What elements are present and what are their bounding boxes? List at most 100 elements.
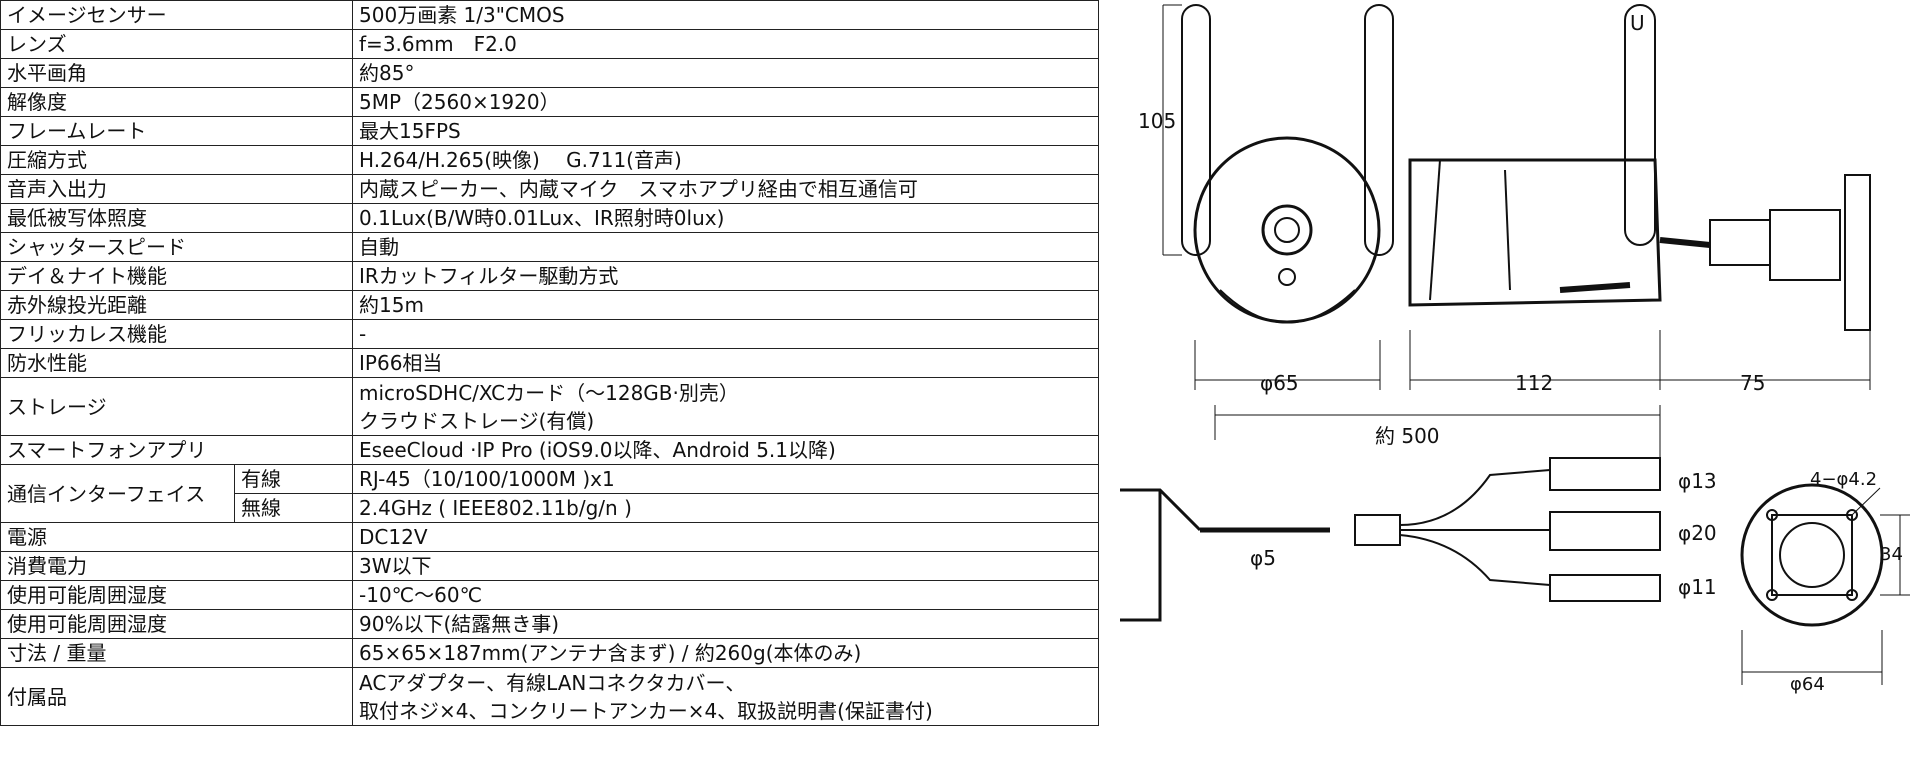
side-body <box>1408 158 1662 307</box>
front-sensor-dot <box>1278 268 1296 286</box>
side-mount-joint <box>1709 219 1771 266</box>
spec-row: 音声入出力内蔵スピーカー、内蔵マイク スマホアプリ経由で相互通信可 <box>0 174 1100 204</box>
spec-label: 通信インターフェイス <box>0 464 235 523</box>
base-plate <box>1740 483 1884 627</box>
side-mount-swivel <box>1769 209 1841 281</box>
dim-conn-20: φ20 <box>1678 521 1717 545</box>
spec-sublabel: 有線 <box>233 464 354 494</box>
spec-label: 最低被写体照度 <box>0 203 354 233</box>
side-antenna <box>1624 4 1656 246</box>
spec-label: 消費電力 <box>0 551 354 581</box>
dim-cable-diameter: φ5 <box>1250 546 1276 570</box>
front-lens-outer <box>1261 204 1313 256</box>
front-lens-inner <box>1274 217 1300 243</box>
dim-body-length: 112 <box>1515 371 1553 395</box>
spec-label: レンズ <box>0 29 354 59</box>
spec-label: フリッカレス機能 <box>0 319 354 349</box>
spec-value: 約85° <box>352 58 1100 88</box>
cable-bracket <box>1120 488 1202 622</box>
spec-value: 3W以下 <box>352 551 1100 581</box>
spec-value: - <box>352 319 1100 349</box>
dim-mount-length: 75 <box>1740 371 1765 395</box>
dim-height-antenna: 105 <box>1138 109 1176 133</box>
spec-value: ACアダプター、有線LANコネクタカバー、取付ネジ×4、コンクリートアンカー×4… <box>352 667 1100 726</box>
spec-value: 65×65×187mm(アンテナ含まず) / 約260g(本体のみ) <box>352 638 1100 668</box>
cable-junction <box>1354 514 1401 546</box>
dimension-drawing: 105 φ65 U 112 75 約 500 φ5 φ13 <box>1120 4 1910 695</box>
spec-value-line: クラウドストレージ(有償) <box>359 408 595 433</box>
spec-value: 自動 <box>352 232 1100 262</box>
spec-sublabel: 無線 <box>233 493 354 523</box>
spec-label: スマートフォンアプリ <box>0 435 354 465</box>
spec-label: デイ＆ナイト機能 <box>0 261 354 291</box>
spec-label: 寸法 / 重量 <box>0 638 354 668</box>
spec-value: IP66相当 <box>352 348 1100 378</box>
spec-value: EseeCloud ·IP Pro (iOS9.0以降、Android 5.1以… <box>352 435 1100 465</box>
spec-label: 付属品 <box>0 667 354 726</box>
spec-label: イメージセンサー <box>0 0 354 30</box>
spec-value: 0.1Lux(B/W時0.01Lux、IR照射時0lux) <box>352 203 1100 233</box>
spec-label: 音声入出力 <box>0 174 354 204</box>
dim-conn-11: φ11 <box>1678 575 1717 599</box>
spec-value: 90%以下(結露無き事) <box>352 609 1100 639</box>
spec-label: ストレージ <box>0 377 354 436</box>
spec-label: 使用可能周囲湿度 <box>0 609 354 639</box>
spec-row: 水平画角約85° <box>0 58 1100 88</box>
front-antenna-left <box>1181 4 1211 256</box>
front-antenna-right <box>1364 4 1394 256</box>
spec-label: 水平画角 <box>0 58 354 88</box>
spec-row: フリッカレス機能- <box>0 319 1100 349</box>
dim-holes: 4−φ4.2 <box>1810 469 1877 490</box>
spec-value: 5MP（2560×1920） <box>352 87 1100 117</box>
spec-value: microSDHC/XCカード（〜128GB·別売） クラウドストレージ(有償) <box>352 377 1100 436</box>
base-inner-square <box>1771 514 1853 596</box>
dim-cable-length: 約 500 <box>1375 424 1440 448</box>
base-center <box>1779 522 1845 588</box>
spec-label: シャッタースピード <box>0 232 354 262</box>
spec-value-line: 取付ネジ×4、コンクリートアンカー×4、取扱説明書(保証書付) <box>359 698 933 723</box>
spec-value: 内蔵スピーカー、内蔵マイク スマホアプリ経由で相互通信可 <box>352 174 1100 204</box>
spec-value: IRカットフィルター駆動方式 <box>352 261 1100 291</box>
spec-row: 使用可能周囲湿度-10℃〜60℃ <box>0 580 1100 610</box>
antenna-cap-letter: U <box>1630 11 1645 35</box>
connector-13 <box>1549 457 1661 491</box>
spec-label: 防水性能 <box>0 348 354 378</box>
spec-value: DC12V <box>352 522 1100 552</box>
spec-value-line: ACアダプター、有線LANコネクタカバー、 <box>359 670 746 695</box>
spec-value: 最大15FPS <box>352 116 1100 146</box>
spec-label: 解像度 <box>0 87 354 117</box>
dim-conn-13: φ13 <box>1678 469 1717 493</box>
spec-value: 500万画素 1/3"CMOS <box>352 0 1100 30</box>
spec-row: フレームレート最大15FPS <box>0 116 1100 146</box>
spec-value: H.264/H.265(映像) G.711(音声) <box>352 145 1100 175</box>
spec-label: フレームレート <box>0 116 354 146</box>
connector-20 <box>1549 511 1661 551</box>
dim-front-diameter: φ65 <box>1260 371 1299 395</box>
spec-value-line: microSDHC/XCカード（〜128GB·別売） <box>359 380 739 405</box>
connector-11 <box>1549 574 1661 602</box>
spec-value: -10℃〜60℃ <box>352 580 1100 610</box>
spec-value: 2.4GHz ( IEEE802.11b/g/n ) <box>352 493 1100 523</box>
dim-base-height: 34 <box>1880 544 1903 565</box>
spec-value: f=3.6mm F2.0 <box>352 29 1100 59</box>
spec-label: 使用可能周囲湿度 <box>0 580 354 610</box>
spec-value: 約15m <box>352 290 1100 320</box>
spec-row: 赤外線投光距離約15m <box>0 290 1100 320</box>
